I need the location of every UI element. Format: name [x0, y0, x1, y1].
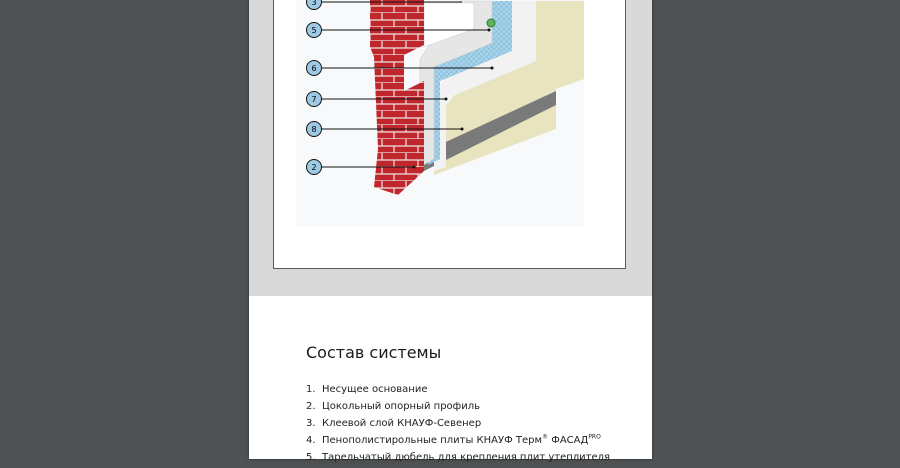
callout-label: 5 [311, 26, 316, 35]
callout-label: 8 [311, 125, 316, 134]
dowel-icon [486, 18, 496, 28]
composition-list: 1. Несущее основание 2. Цокольный опорный … [306, 383, 610, 468]
brick-wall [370, 0, 424, 195]
list-item: 1. Несущее основание [306, 383, 610, 400]
insulation-board-layer [419, 0, 493, 168]
callout-6 [306, 60, 322, 76]
list-item-number: 4. [306, 435, 316, 446]
document-page: 3 5 6 7 8 2 Состав системы 1. Несущее осн… [249, 0, 652, 463]
pro-superscript: PRO [588, 433, 601, 441]
list-item-text: Несущее основание [322, 384, 428, 395]
list-item: 4. Пенополистирольные плиты КНАУФ Терм® Ф… [306, 434, 610, 451]
callout-label: 3 [311, 0, 316, 7]
list-item-number: 2. [306, 401, 316, 412]
callout-label: 7 [311, 95, 316, 104]
section-title: Состав системы [306, 343, 442, 362]
callout-3 [306, 0, 322, 10]
callout-2 [306, 159, 322, 175]
list-item: 5. Тарельчатый дюбель для крепления плит … [306, 451, 610, 468]
callout-7 [306, 91, 322, 107]
figure-frame: 3 5 6 7 8 2 [273, 0, 626, 269]
text-section: Состав системы 1. Несущее основание 2. Цок… [249, 296, 652, 463]
callout-label: 6 [311, 64, 316, 73]
registered-mark: ® [542, 433, 549, 441]
list-item: 2. Цокольный опорный профиль [306, 400, 610, 417]
list-item: 3. Клеевой слой КНАУФ-Севенер [306, 417, 610, 434]
callout-group: 3 5 6 7 8 2 [306, 0, 494, 175]
list-item-text: Пенополистирольные плиты КНАУФ Терм [322, 435, 543, 446]
list-item-text: Цокольный опорный профиль [322, 401, 481, 412]
list-item-number: 3. [306, 418, 316, 429]
facade-diagram: 3 5 6 7 8 2 [296, 0, 584, 227]
list-item-number: 1. [306, 384, 316, 395]
callout-label: 2 [311, 163, 316, 172]
list-item-number: 5. [306, 452, 316, 463]
list-item-text-continued: ФАСАД [548, 435, 589, 446]
list-item-text: Тарельчатый дюбель для крепления плит ут… [322, 452, 611, 463]
list-item-text: Клеевой слой КНАУФ-Севенер [322, 418, 482, 429]
callout-5 [306, 22, 322, 38]
callout-8 [306, 121, 322, 137]
